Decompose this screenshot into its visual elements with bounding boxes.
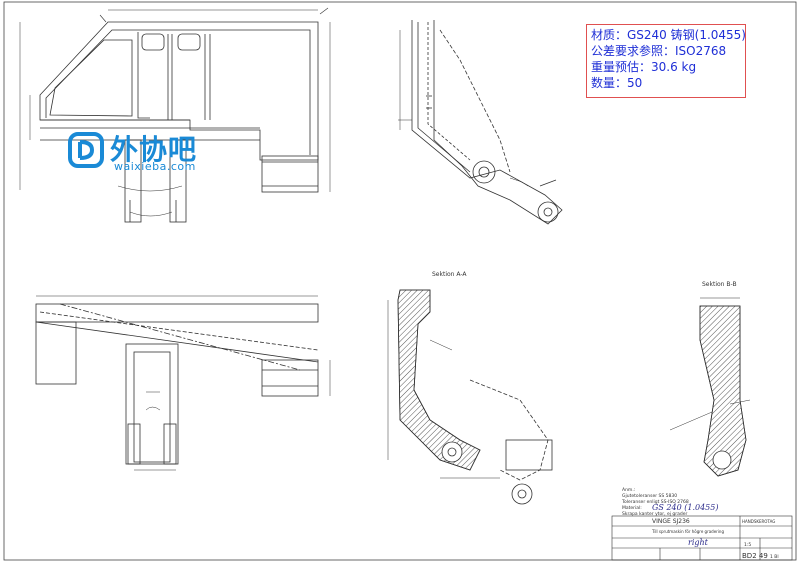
view-plan — [35, 295, 331, 471]
scale-value: 1:5 — [744, 542, 751, 548]
part-subtitle: Till sprutmaskin för högre gradering — [651, 529, 724, 534]
drawing-number: BD2 49 — [742, 552, 768, 560]
sheet-number: 1 Bl — [770, 554, 779, 560]
view-side-elevation — [398, 20, 563, 225]
sheet-border — [3, 1, 797, 561]
handwritten-material: GS 240 (1.0455) — [652, 503, 718, 512]
spec-callout: 材质：GS240 铸钢(1.0455) 公差要求参照：ISO2768 重量预估：… — [586, 24, 746, 98]
spec-quantity: 数量：50 — [591, 76, 643, 90]
note-line-4: Skrapa kanter ytor, ej grader — [622, 511, 687, 517]
section-bb-label: Sektion B-B — [702, 281, 737, 288]
watermark-name: 外协吧 — [110, 133, 198, 166]
note-line-2: Toleranser enligt SS-ISO 2768 — [621, 499, 689, 505]
title-block — [611, 515, 793, 561]
watermark-logo-icon — [68, 132, 104, 168]
part-title: VINGE SJ236 — [652, 518, 690, 525]
watermark-logo: 外协吧 waixieba.com — [68, 126, 218, 176]
section-aa-label: Sektion A-A — [432, 271, 467, 278]
note-line-3: Material: — [622, 505, 642, 511]
view-front-elevation — [19, 7, 331, 223]
notes-heading: Anm.: — [622, 487, 635, 493]
spec-tolerance: 公差要求参照：ISO2768 — [591, 44, 727, 58]
note-line-1: Gjutetoleranser SS 5830 — [622, 493, 677, 499]
view-section-bb — [669, 297, 751, 477]
spec-weight: 重量预估：30.6 kg — [591, 60, 697, 74]
watermark-url: waixieba.com — [114, 160, 196, 173]
company-name: HANDSKEROTAG — [742, 519, 775, 524]
handwritten-right: right — [688, 538, 709, 547]
spec-material: 材质：GS240 铸钢(1.0455) — [591, 28, 746, 42]
view-section-aa — [387, 289, 553, 505]
